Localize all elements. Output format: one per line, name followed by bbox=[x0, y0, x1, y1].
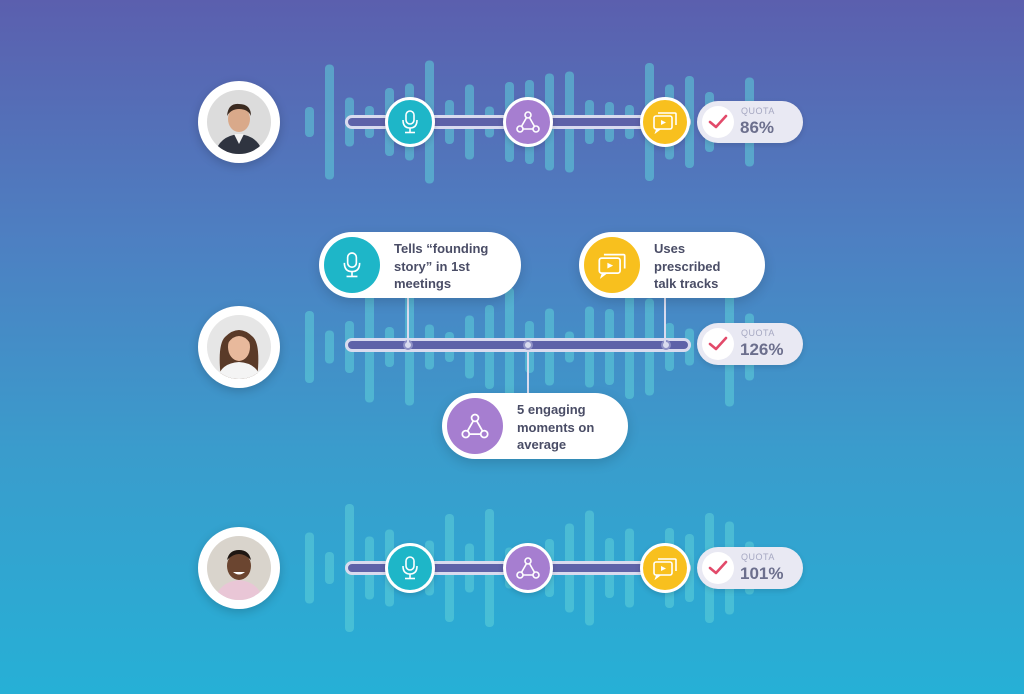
checkmark-icon bbox=[702, 328, 734, 360]
talk-tracks-node[interactable] bbox=[640, 97, 690, 147]
waveform-bar bbox=[305, 107, 314, 137]
callout-founding-story[interactable]: Tells “founding story” in 1st meetings bbox=[319, 232, 521, 298]
rep-photo bbox=[207, 315, 271, 379]
quota-badge: QUOTA 101% bbox=[697, 547, 803, 589]
timeline-marker bbox=[661, 340, 671, 350]
microphone-icon bbox=[402, 556, 418, 580]
checkmark-icon bbox=[702, 552, 734, 584]
waveform-bar bbox=[325, 552, 334, 584]
checkmark-icon bbox=[702, 106, 734, 138]
callout-connector bbox=[407, 296, 409, 344]
waveform-bar bbox=[325, 330, 334, 364]
rep-photo bbox=[207, 90, 271, 154]
quota-value: 86% bbox=[740, 118, 775, 137]
quota-label: QUOTA bbox=[741, 106, 775, 116]
engaging-node[interactable] bbox=[503, 97, 553, 147]
quota-value: 126% bbox=[740, 340, 784, 359]
callout-connector bbox=[527, 350, 529, 394]
avatar bbox=[198, 81, 280, 163]
rep-row-1: QUOTA 86% bbox=[0, 52, 1024, 192]
waveform-bar bbox=[305, 532, 314, 604]
quota-label: QUOTA bbox=[741, 552, 775, 562]
story-node[interactable] bbox=[385, 97, 435, 147]
quota-value: 101% bbox=[740, 564, 784, 583]
story-node[interactable] bbox=[385, 543, 435, 593]
waveform-bar bbox=[305, 311, 314, 383]
video-chat-icon bbox=[584, 237, 640, 293]
call-timeline bbox=[345, 338, 691, 352]
rep-photo bbox=[207, 536, 271, 600]
avatar bbox=[198, 306, 280, 388]
timeline-marker bbox=[523, 340, 533, 350]
share-network-icon bbox=[516, 111, 540, 133]
quota-label: QUOTA bbox=[741, 328, 775, 338]
microphone-icon bbox=[402, 110, 418, 134]
microphone-icon bbox=[324, 237, 380, 293]
video-chat-icon bbox=[653, 558, 677, 580]
waveform-bar bbox=[325, 64, 334, 180]
callout-text: 5 engaging moments on average bbox=[517, 402, 595, 452]
callout-engaging-moments[interactable]: 5 engaging moments on average bbox=[442, 393, 628, 459]
quota-badge: QUOTA 126% bbox=[697, 323, 803, 365]
callout-text: Uses prescribed talk tracks bbox=[654, 241, 721, 291]
rep-row-2: QUOTA 126% bbox=[0, 277, 1024, 417]
video-chat-icon bbox=[653, 112, 677, 134]
callout-text: Tells “founding story” in 1st meetings bbox=[394, 241, 489, 291]
talk-tracks-node[interactable] bbox=[640, 543, 690, 593]
engaging-node[interactable] bbox=[503, 543, 553, 593]
quota-badge: QUOTA 86% bbox=[697, 101, 803, 143]
avatar bbox=[198, 527, 280, 609]
share-network-icon bbox=[516, 557, 540, 579]
callout-connector bbox=[664, 296, 666, 344]
callout-talk-tracks[interactable]: Uses prescribed talk tracks bbox=[579, 232, 765, 298]
share-network-icon bbox=[447, 398, 503, 454]
rep-row-3: QUOTA 101% bbox=[0, 498, 1024, 638]
